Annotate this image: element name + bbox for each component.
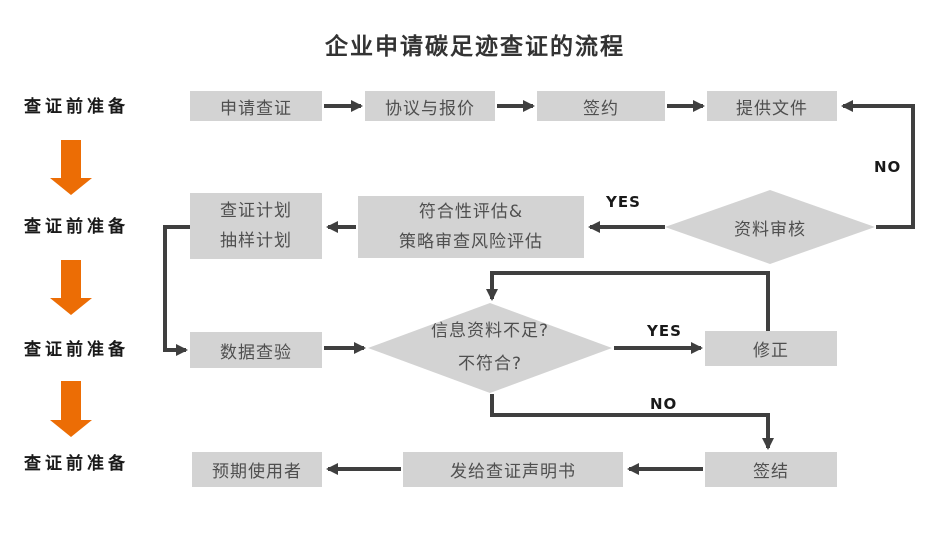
node-agreement-label: 协议与报价	[385, 98, 475, 119]
branch-review-yes: YES	[606, 193, 641, 211]
decision-check-line2: 不符合?	[457, 354, 523, 374]
node-documents-label: 提供文件	[736, 98, 808, 119]
decision-review-label: 资料审核	[734, 219, 806, 240]
phase-label-4: 查证前准备	[24, 454, 129, 474]
node-users: 预期使用者	[192, 452, 322, 487]
node-assessment-line2: 策略审查风险评估	[399, 232, 543, 252]
page-title: 企业申请碳足迹查证的流程	[325, 34, 625, 60]
phase-down-arrow-3-icon	[50, 381, 92, 437]
node-signoff: 签结	[705, 452, 837, 487]
phase-label-1: 查证前准备	[24, 97, 129, 117]
node-sign: 签约	[537, 91, 665, 121]
connector-fix-loop-to-check	[486, 271, 770, 331]
node-fix-label: 修正	[753, 341, 789, 361]
node-plan: 查证计划 抽样计划	[190, 193, 322, 259]
connector-check-no-to-signoff	[490, 394, 774, 450]
node-data-check-label: 数据查验	[220, 342, 292, 363]
node-assessment: 符合性评估& 策略审查风险评估	[358, 196, 584, 258]
branch-check-yes: YES	[647, 322, 682, 340]
node-documents: 提供文件	[707, 91, 837, 121]
node-agreement: 协议与报价	[365, 91, 495, 121]
node-sign-label: 签约	[583, 98, 619, 119]
branch-check-no: NO	[650, 395, 678, 413]
connector-review-no-to-documents	[841, 100, 915, 229]
decision-check-line1: 信息资料不足?	[430, 321, 550, 341]
phase-down-arrow-1-icon	[50, 140, 92, 195]
node-users-label: 预期使用者	[212, 462, 302, 482]
phase-label-3: 查证前准备	[24, 340, 129, 360]
node-statement-label: 发给查证声明书	[450, 462, 576, 482]
node-assessment-line1: 符合性评估&	[418, 202, 524, 222]
connector-plan-to-data-check	[163, 225, 190, 356]
node-plan-line2: 抽样计划	[220, 231, 292, 251]
node-plan-line1: 查证计划	[220, 201, 292, 221]
branch-review-no: NO	[874, 158, 902, 176]
node-signoff-label: 签结	[753, 462, 789, 482]
phase-label-2: 查证前准备	[24, 217, 129, 237]
phase-down-arrow-2-icon	[50, 260, 92, 315]
node-apply: 申请查证	[190, 91, 322, 121]
node-apply-label: 申请查证	[220, 98, 292, 119]
node-statement: 发给查证声明书	[403, 452, 623, 487]
node-data-check: 数据查验	[190, 332, 322, 368]
node-fix: 修正	[705, 331, 837, 366]
